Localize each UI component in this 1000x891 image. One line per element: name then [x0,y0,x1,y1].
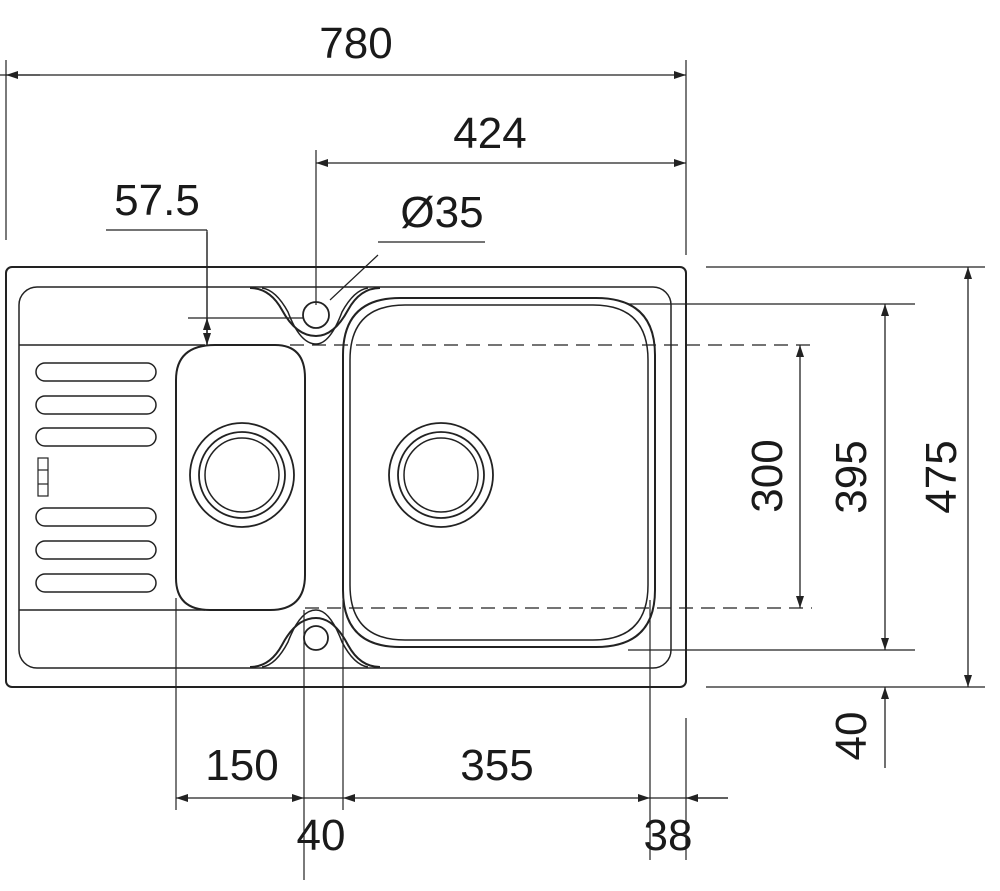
label-main-bowl-width: 355 [460,741,533,790]
label-overall-depth: 475 [917,440,966,513]
small-bowl [175,344,306,611]
small-bowl-drain [189,422,295,528]
label-bowl-depth: 300 [743,439,792,512]
dimension-labels: 780 424 Ø35 57.5 150 40 355 38 300 395 4… [114,19,966,860]
label-inner-depth: 395 [827,440,876,513]
main-bowl-drain [388,422,494,528]
extension-lines [5,60,985,880]
sink-inner-rim [18,286,672,669]
label-right-margin: 38 [644,811,693,860]
sink-outer-rim [5,266,687,688]
label-divider-width: 40 [297,811,346,860]
drainer [19,344,205,611]
label-overall-width: 780 [319,19,392,68]
tap-hole-top [249,287,381,345]
drainer-grooves [35,362,157,593]
sink-body [5,266,687,688]
brand-logo-mark [37,457,49,497]
dimension-arrows [0,71,972,802]
label-small-bowl-width: 150 [205,741,278,790]
label-bottom-margin: 40 [827,712,876,761]
label-tap-offset: 424 [453,109,526,158]
overflow-cutout-bottom [249,609,381,668]
label-drainer-offset: 57.5 [114,176,200,225]
dashed-depth-lines [290,344,812,609]
label-tap-hole-diameter: Ø35 [400,188,483,237]
main-bowl [342,297,656,648]
